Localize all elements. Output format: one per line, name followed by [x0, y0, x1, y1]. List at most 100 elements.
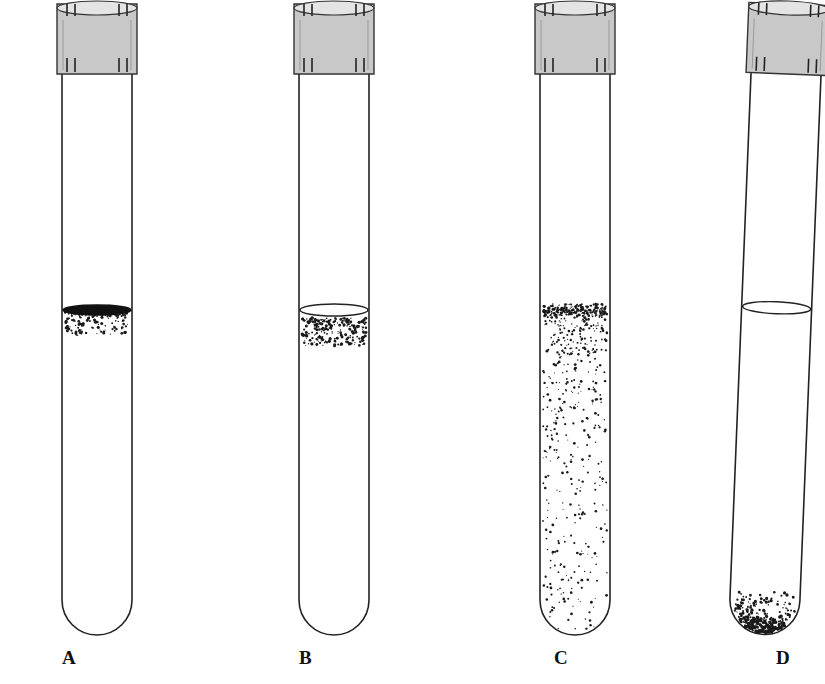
growth-speck: [552, 303, 553, 304]
growth-speck: [330, 326, 332, 328]
growth-speck: [748, 601, 749, 602]
test-tube: [724, 0, 825, 636]
growth-speck: [790, 609, 792, 611]
growth-speck: [334, 338, 335, 339]
growth-speck: [122, 319, 125, 322]
test-tube: [57, 1, 137, 635]
growth-speck: [545, 528, 548, 531]
growth-speck: [560, 407, 562, 409]
growth-speck: [770, 624, 773, 627]
tube-glass: [62, 70, 132, 635]
growth-speck: [550, 378, 551, 379]
growth-speck: [111, 328, 113, 330]
growth-speck: [750, 616, 752, 618]
growth-speck: [568, 330, 571, 333]
growth-speck: [582, 553, 583, 554]
growth-speck: [560, 309, 562, 311]
growth-speck: [575, 311, 577, 313]
growth-speck: [746, 608, 749, 611]
growth-speck: [362, 331, 365, 334]
growth-speck: [571, 311, 573, 313]
growth-speck: [546, 311, 549, 314]
growth-speck: [595, 315, 596, 316]
growth-speck: [593, 427, 595, 429]
growth-speck: [589, 352, 591, 354]
growth-speck: [749, 606, 752, 609]
growth-speck: [587, 471, 589, 473]
growth-speck: [546, 586, 548, 588]
growth-speck: [581, 550, 582, 551]
growth-speck: [346, 337, 347, 338]
growth-speck: [772, 621, 775, 624]
growth-speck: [738, 618, 742, 622]
surface-growth: [63, 305, 131, 315]
growth-speck: [739, 612, 742, 615]
growth-speck: [564, 541, 566, 543]
growth-speck: [566, 334, 568, 336]
growth-speck: [759, 601, 762, 604]
growth-speck: [115, 320, 117, 322]
growth-speck: [543, 396, 545, 398]
growth-speck: [588, 436, 591, 439]
growth-speck: [604, 523, 606, 525]
growth-speck: [577, 447, 578, 448]
growth-speck: [559, 407, 561, 409]
growth-speck: [554, 343, 556, 345]
growth-speck: [542, 409, 544, 411]
growth-speck: [71, 319, 73, 321]
growth-speck: [601, 309, 603, 311]
growth-speck: [542, 520, 544, 522]
growth-speck: [604, 380, 606, 382]
growth-speck: [561, 332, 563, 334]
growth-speck: [584, 343, 586, 345]
growth-speck: [322, 345, 323, 346]
growth-speck: [320, 338, 323, 341]
growth-speck: [736, 611, 737, 612]
growth-speck: [584, 314, 585, 315]
growth-speck: [756, 612, 758, 614]
growth-speck: [584, 338, 586, 340]
growth-speck: [582, 319, 584, 321]
growth-speck: [318, 341, 319, 342]
growth-speck: [554, 372, 555, 373]
growth-speck: [547, 510, 548, 511]
growth-speck: [115, 328, 117, 330]
growth-speck: [741, 598, 743, 600]
growth-speck: [99, 329, 100, 330]
growth-speck: [334, 319, 336, 321]
growth-speck: [785, 607, 787, 609]
growth-speck: [776, 603, 779, 606]
growth-speck: [570, 535, 572, 537]
growth-speck: [750, 608, 754, 612]
growth-speck: [575, 404, 576, 405]
growth-speck: [319, 342, 321, 344]
growth-speck: [749, 594, 752, 597]
growth-speck: [566, 381, 568, 383]
growth-speck: [581, 338, 583, 340]
growth-speck: [100, 322, 103, 325]
growth-speck: [589, 619, 591, 621]
tube-label: A: [62, 648, 76, 667]
growth-speck: [578, 513, 580, 515]
growth-speck: [71, 332, 73, 334]
growth-speck: [578, 386, 580, 388]
growth-speck: [747, 606, 749, 608]
growth-speck: [352, 331, 355, 334]
growth-speck: [582, 308, 584, 310]
growth-speck: [550, 593, 552, 595]
growth-speck: [567, 339, 568, 340]
growth-speck: [581, 420, 584, 423]
growth-speck: [352, 332, 354, 334]
growth-speck: [546, 393, 549, 396]
growth-speck: [543, 382, 545, 384]
growth-speck: [557, 440, 559, 442]
growth-speck: [546, 499, 548, 501]
growth-speck: [599, 485, 600, 486]
growth-speck: [569, 406, 571, 408]
growth-speck: [338, 324, 341, 327]
growth-speck: [329, 326, 332, 329]
growth-speck: [588, 318, 590, 320]
growth-speck: [550, 337, 552, 339]
growth-speck: [585, 618, 587, 620]
growth-speck: [559, 320, 560, 321]
